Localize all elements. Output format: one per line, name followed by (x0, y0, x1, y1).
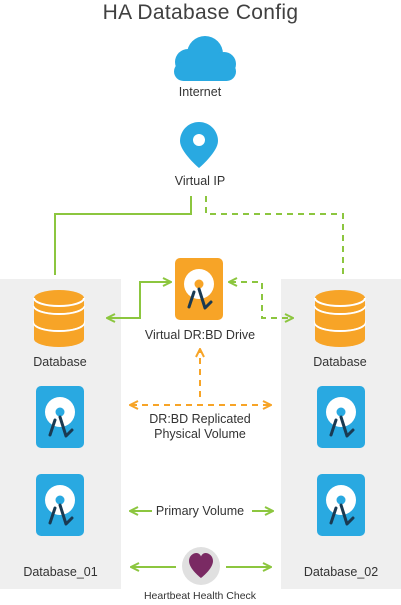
hard-drive-icon (317, 386, 365, 448)
database-icon (33, 290, 85, 347)
replicated-label-line1: DR:BD Replicated (149, 412, 251, 426)
database-01-label: Database_01 (23, 565, 98, 579)
cloud-icon (174, 36, 236, 81)
virtual-drive-label: Virtual DR:BD Drive (144, 328, 256, 342)
database-02-label: Database_02 (303, 565, 379, 579)
vip-to-left-db-line (54, 196, 192, 275)
replicated-label-line2: Physical Volume (154, 427, 246, 441)
hard-drive-icon (317, 474, 365, 536)
database-left-label: Database (33, 355, 87, 369)
virtual-ip-label: Virtual IP (174, 174, 226, 188)
page-title: HA Database Config (102, 1, 299, 24)
hard-drive-icon (36, 474, 84, 536)
drive-to-right-db-line (230, 282, 292, 318)
primary-volume-label: Primary Volume (155, 504, 245, 518)
heart-icon (182, 547, 220, 585)
database-icon (314, 290, 366, 347)
hard-drive-icon (36, 386, 84, 448)
database-right-label: Database (313, 355, 367, 369)
hard-drive-icon (175, 258, 223, 320)
internet-label: Internet (178, 85, 222, 99)
heartbeat-label: Heartbeat Health Check (143, 590, 257, 602)
left-db-to-drive-line (108, 282, 170, 318)
location-pin-icon (180, 122, 218, 168)
